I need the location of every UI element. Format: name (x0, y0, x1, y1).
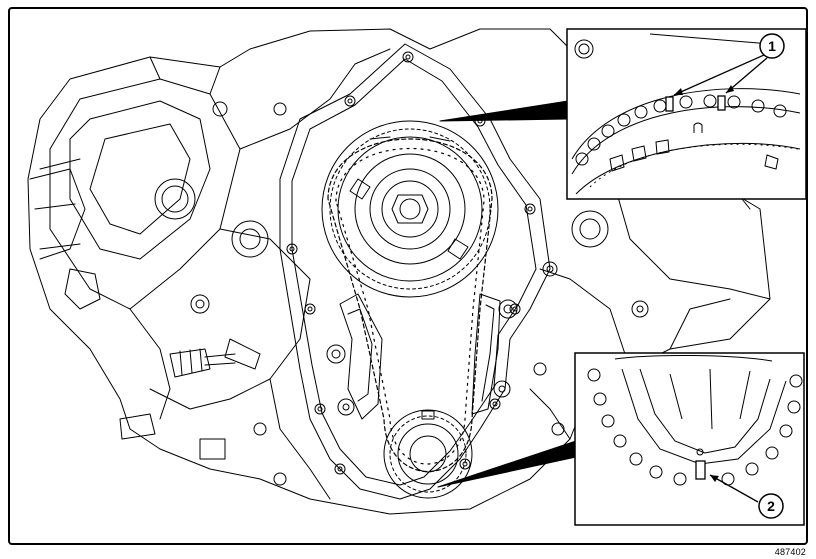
figure-number: 487402 (774, 547, 806, 557)
detail-inset-camshaft: 1 (566, 28, 806, 200)
crankshaft-sprocket (383, 409, 473, 499)
chain-guide-left (326, 293, 383, 420)
callout-2: 2 (758, 493, 784, 519)
callout-1-label: 1 (768, 38, 776, 54)
engine-timing-diagram: 1 2 (27, 28, 806, 526)
detail-inset-crankshaft: 2 (574, 352, 805, 526)
detail-leader-lower (437, 440, 577, 488)
camshaft-sprocket (321, 120, 499, 298)
callout-1: 1 (759, 33, 785, 59)
timing-chain (327, 138, 493, 472)
chain-guide-right (471, 293, 518, 415)
detail-leader-upper (439, 100, 569, 122)
callout-2-label: 2 (767, 498, 775, 514)
diagram-frame: 1 2 (8, 7, 808, 545)
